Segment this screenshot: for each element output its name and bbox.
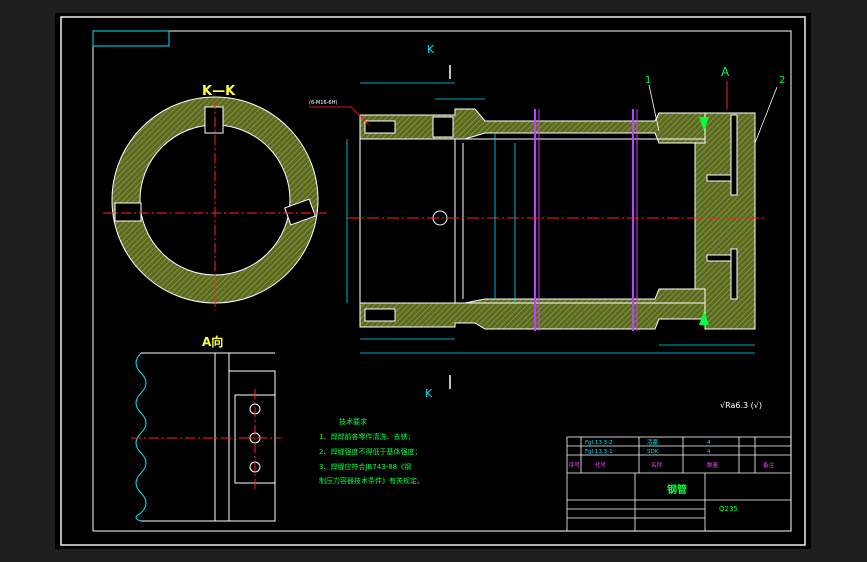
upper-wall <box>359 108 706 144</box>
tech-line-4: 制压力容器技术条件》有关规定。 <box>319 476 424 485</box>
header-qty: 数量 <box>707 461 719 469</box>
title-row1-code: Fgl.13.3-2 <box>585 440 613 446</box>
drawing-viewport[interactable]: K—K A向 K K <box>55 13 811 549</box>
title-row1-name: 活塞 <box>647 438 659 446</box>
corner-tag <box>92 30 170 47</box>
cad-sheet: K—K A向 K K <box>60 16 806 546</box>
flange-plate <box>228 370 276 522</box>
technical-requirements: 技术要求 1、焊焊前各零件清洗、去锈； 2、焊缝强度不得低于基体强度； 3、焊缝… <box>319 417 424 485</box>
thread-leader <box>309 106 370 126</box>
header-remark: 备注 <box>763 461 775 469</box>
section-k-k-label: K—K <box>202 84 236 99</box>
title-row1-qty: 4 <box>707 440 711 446</box>
bore <box>359 138 706 304</box>
view-a-label: A向 <box>202 334 223 349</box>
end-cap-bolt-2 <box>730 248 738 300</box>
end-cap-bolt <box>730 114 738 196</box>
title-row2-code: Fgl.13.3-1 <box>585 449 613 455</box>
title-block-text: Fgl.13.3-2 活塞 4 Fgl.13.3-1 SDK 4 序号 代号 名… <box>569 438 775 513</box>
end-cap-port-1 <box>706 174 734 182</box>
end-cap <box>694 112 756 330</box>
title-row2-name: SDK <box>647 449 659 455</box>
port-hole <box>432 116 454 138</box>
weld-mark-bottom <box>699 311 709 325</box>
tech-title: 技术要求 <box>339 417 367 426</box>
hole-right <box>284 198 316 226</box>
leader-2 <box>754 86 778 144</box>
section-k-k-view: K—K <box>103 84 327 311</box>
part-number-2: 2 <box>779 75 785 86</box>
weld-mark-top <box>699 117 709 131</box>
outer-frame <box>60 16 806 546</box>
lower-wall <box>359 288 706 330</box>
hole-top <box>204 106 224 134</box>
cut-mark-top: K <box>427 43 435 56</box>
end-cap-port-2 <box>706 254 734 262</box>
view-mark-a: A <box>721 65 730 79</box>
title-row2-qty: 4 <box>707 449 711 455</box>
material: Q235 <box>719 505 738 513</box>
header-name: 名称 <box>651 461 663 469</box>
main-section-view: K K <box>309 43 785 400</box>
drawing-name: 钢管 <box>667 483 687 496</box>
hole-left <box>114 202 142 222</box>
header-index: 序号 <box>569 461 581 469</box>
break-line-left <box>135 352 147 522</box>
thread-callout: (6-M16-6H) <box>309 100 337 106</box>
title-block <box>566 436 792 532</box>
leader-1 <box>648 84 660 132</box>
flange-bolt-top <box>364 120 396 134</box>
header-code: 代号 <box>595 461 607 469</box>
part-number-1: 1 <box>645 75 651 86</box>
view-a: A向 <box>131 334 281 522</box>
tech-line-3: 3、焊缝应符合JB743-88《钢 <box>319 462 411 471</box>
surface-finish-note: √Ra6.3 (√) <box>720 401 762 410</box>
tech-line-1: 1、焊焊前各零件清洗、去锈； <box>319 432 414 441</box>
tech-line-2: 2、焊缝强度不得低于基体强度； <box>319 447 421 456</box>
inner-frame <box>92 30 792 532</box>
flange-bolt-bottom <box>364 308 396 322</box>
cut-mark-bottom: K <box>425 387 433 400</box>
